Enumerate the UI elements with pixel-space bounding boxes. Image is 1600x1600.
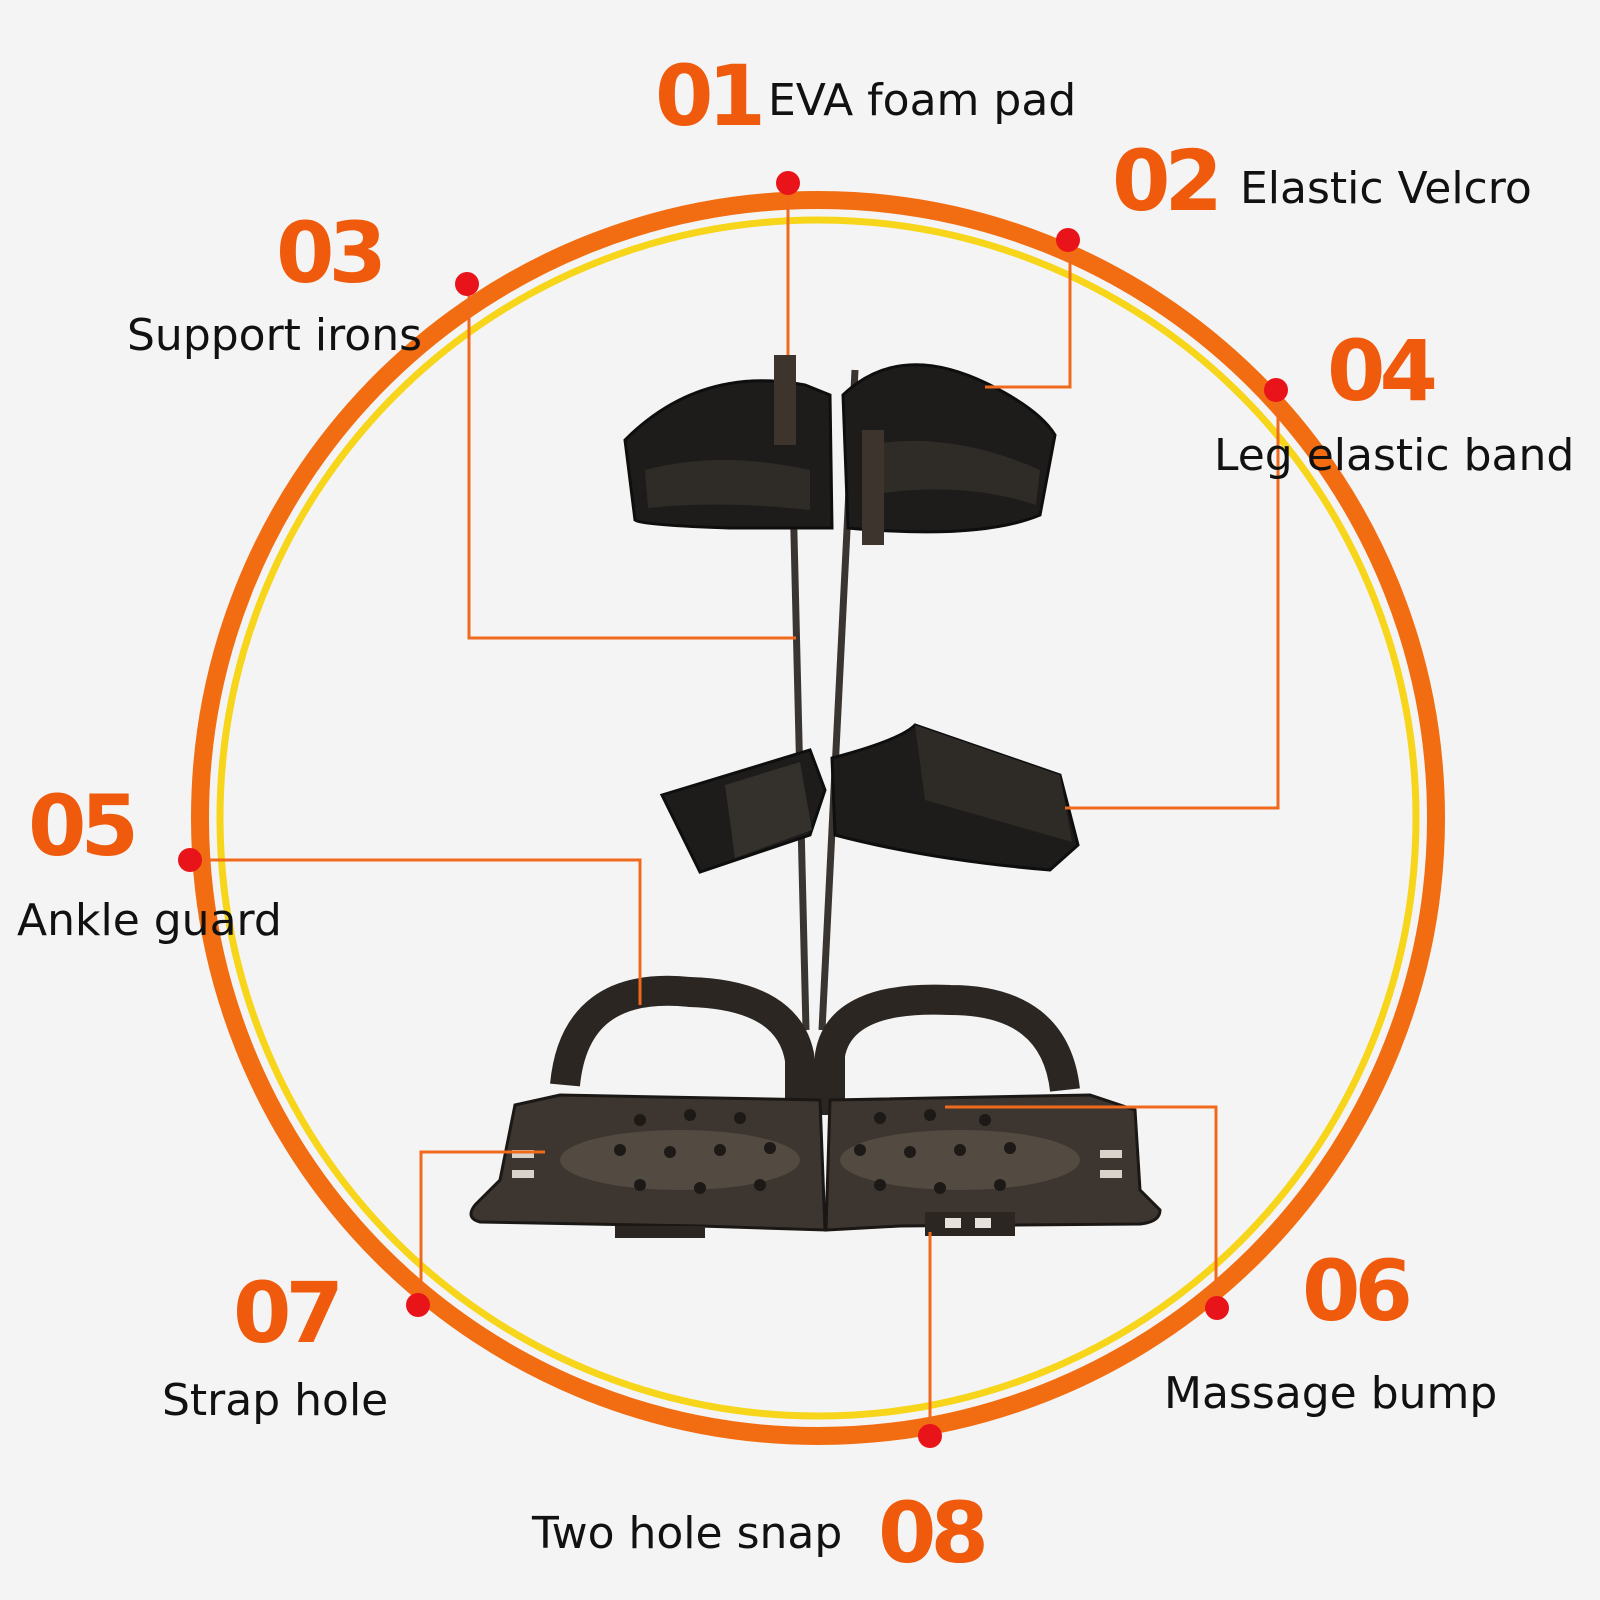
- marker-08: [918, 1424, 942, 1448]
- leader-05: [190, 858, 642, 1005]
- marker-05: [178, 848, 202, 872]
- callout-label-02: Elastic Velcro: [1240, 163, 1532, 214]
- marker-01: [776, 171, 800, 195]
- middle-band-left-velcro: [725, 762, 812, 858]
- snap-right-hole-1: [945, 1218, 961, 1228]
- callout-number-05: 05: [28, 777, 133, 875]
- strap-hole-right: [1100, 1150, 1122, 1158]
- upper-cuff-left-inner: [645, 460, 810, 510]
- ankle-hoop-right: [815, 984, 1080, 1115]
- upper-pad-left: [774, 355, 796, 445]
- callout-number-03: 03: [276, 204, 381, 302]
- callout-label-06: Massage bump: [1164, 1368, 1497, 1419]
- callout-label-04: Leg elastic band: [1214, 430, 1574, 481]
- callout-numbers: 01 02 03 04 05 06 07 08: [28, 47, 1440, 1582]
- middle-band-right-velcro: [915, 725, 1072, 842]
- marker-06: [1205, 1296, 1229, 1320]
- massage-bumps: [614, 1109, 1016, 1194]
- callout-number-04: 04: [1327, 322, 1434, 420]
- callout-label-01: EVA foam pad: [768, 75, 1076, 126]
- marker-dots: [178, 171, 1288, 1448]
- callout-number-07: 07: [233, 1264, 338, 1362]
- marker-02: [1056, 228, 1080, 252]
- strap-hole-left: [512, 1150, 534, 1158]
- marker-03: [455, 272, 479, 296]
- outer-ring: [191, 191, 1445, 1445]
- callout-labels: EVA foam pad Elastic Velcro Support iron…: [17, 75, 1574, 1559]
- callout-label-07: Strap hole: [162, 1375, 388, 1426]
- marker-04: [1264, 378, 1288, 402]
- callout-number-06: 06: [1302, 1242, 1408, 1340]
- snap-right: [925, 1212, 1015, 1236]
- strap-hole-left-2: [512, 1170, 534, 1178]
- callout-number-01: 01: [655, 47, 760, 145]
- leader-02: [985, 238, 1072, 389]
- upper-cuff-right-inner: [868, 440, 1040, 505]
- callout-label-03: Support irons: [127, 310, 422, 361]
- inner-ring: [216, 216, 1420, 1420]
- brace-illustration: [469, 355, 1162, 1238]
- callout-number-02: 02: [1112, 132, 1217, 230]
- callout-number-08: 08: [878, 1484, 984, 1582]
- snap-right-hole-2: [975, 1218, 991, 1228]
- callout-label-05: Ankle guard: [17, 895, 282, 946]
- ankle-hoop-left: [550, 975, 815, 1120]
- callout-label-08: Two hole snap: [531, 1508, 842, 1559]
- foot-plate-right-sheen: [840, 1130, 1080, 1190]
- marker-07: [406, 1293, 430, 1317]
- strap-hole-right-2: [1100, 1170, 1122, 1178]
- snap-left: [615, 1226, 705, 1238]
- upper-pad-right: [862, 430, 884, 545]
